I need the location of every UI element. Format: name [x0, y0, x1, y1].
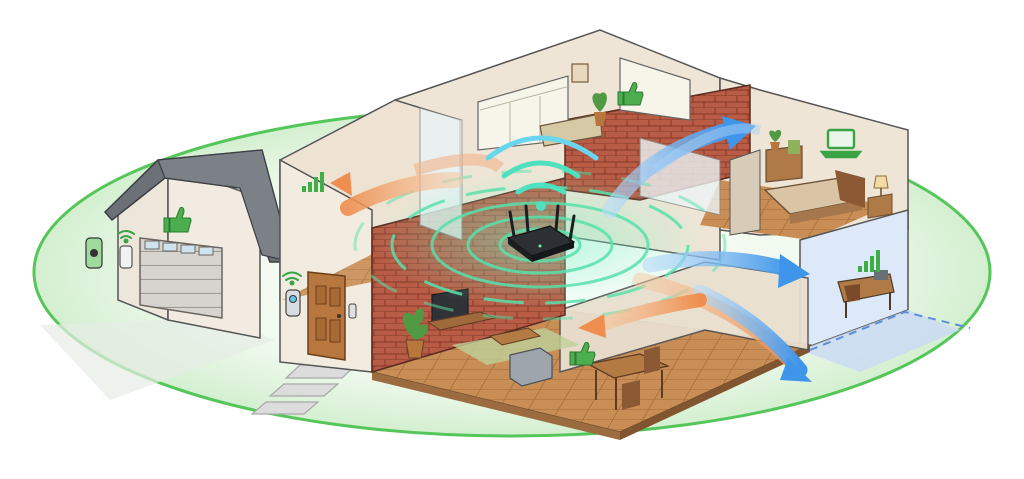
- coffee-table: [488, 327, 542, 346]
- laptop-icon: [819, 128, 863, 159]
- upper-plant: [592, 92, 607, 126]
- security-camera-icon: [85, 237, 103, 269]
- front-path: [250, 364, 358, 415]
- video-doorbell-icon: [285, 289, 301, 317]
- thumbs-up-icon: [163, 207, 192, 233]
- wifi-signal-icon: [117, 230, 135, 244]
- office: [837, 270, 895, 318]
- living-plant: [402, 308, 429, 359]
- living-room: [402, 288, 580, 387]
- dining-room: [586, 346, 671, 410]
- smart-lock-icon: [119, 245, 133, 269]
- garage: [103, 149, 293, 339]
- thumbs-up-icon: [617, 82, 644, 106]
- smart-lock-icon: [348, 303, 357, 319]
- wall-picture: [571, 63, 589, 83]
- wifi-signal-icon: [485, 135, 599, 211]
- bedroom-plant: [769, 129, 782, 150]
- armchair: [509, 347, 553, 387]
- office-zone-boundary: [809, 310, 971, 351]
- thumbs-up-icon: [569, 342, 596, 366]
- router-icon: [506, 204, 576, 262]
- signal-bars-icon: [858, 250, 880, 272]
- signal-arrows: [330, 116, 812, 382]
- front-door: [307, 271, 346, 361]
- signal-bars-icon: [302, 172, 324, 192]
- bedroom: [763, 129, 893, 224]
- wifi-signal-icon: [282, 271, 302, 286]
- driveway: [40, 318, 275, 400]
